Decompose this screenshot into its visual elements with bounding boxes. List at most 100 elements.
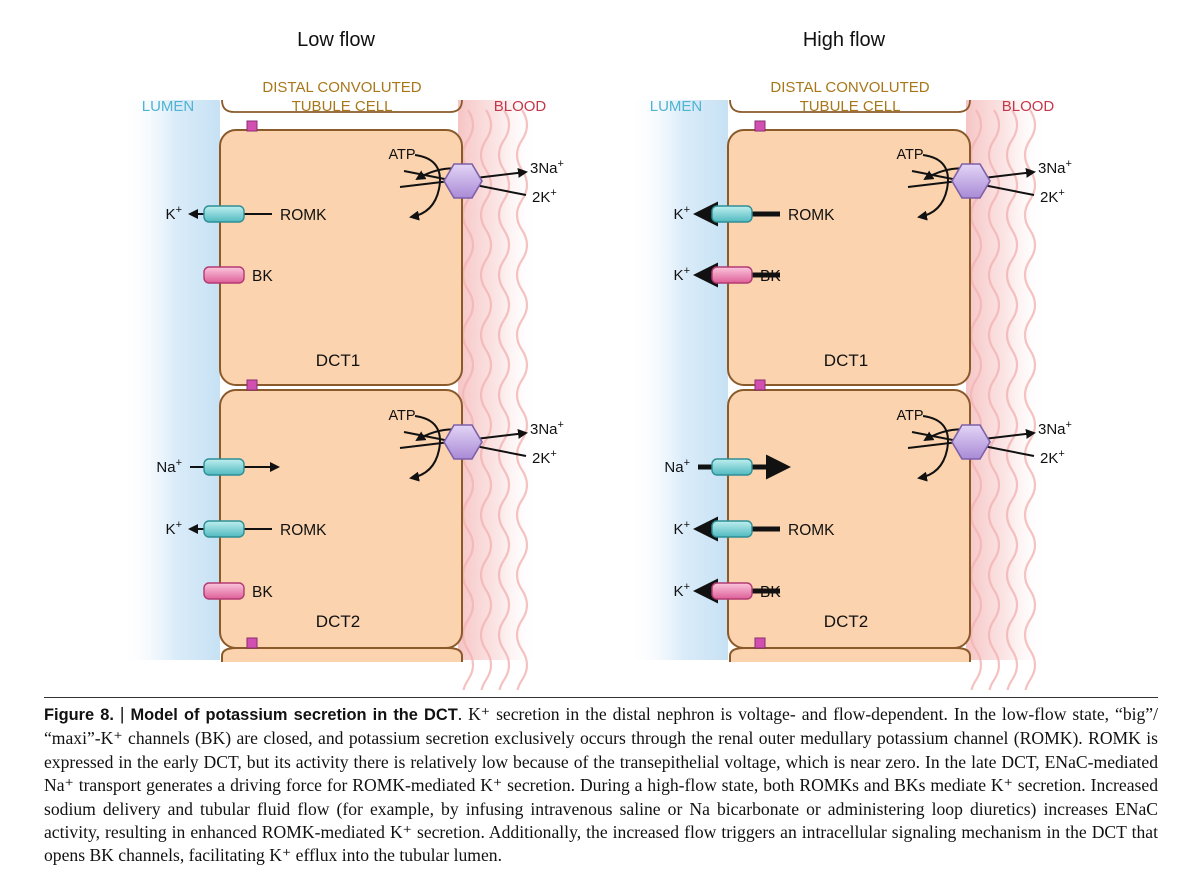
caption-separator: |	[119, 704, 125, 724]
cell-body	[727, 389, 971, 649]
ion-label: Na+	[664, 457, 690, 476]
cell-bracket	[221, 99, 463, 113]
cell-name: DCT2	[824, 612, 868, 631]
k-in-label-symbol: 2K	[1040, 189, 1058, 206]
blood-vessel-wave	[461, 109, 475, 690]
ion-label: K+	[166, 204, 182, 223]
figure-title: Model of potassium secretion in the DCT	[130, 706, 458, 724]
cell-body	[727, 129, 971, 386]
cell-name: DCT2	[316, 612, 360, 631]
bk-channel-icon	[711, 582, 753, 600]
channel-romk: K+ROMK	[166, 519, 328, 539]
cell-name: DCT1	[316, 351, 360, 370]
cell-body	[219, 129, 463, 386]
panel-title: High flow	[803, 29, 886, 51]
na-out-label-symbol: 3Na	[1038, 421, 1066, 438]
na-k-atpase-pump: ATP 3Na+ 2K+	[388, 408, 564, 482]
channel-label: ROMK	[788, 207, 835, 224]
channel-romk: K+ ROMK	[674, 516, 835, 542]
romk-channel-icon	[203, 205, 245, 223]
blood-vessel-wave	[497, 109, 511, 690]
atp-arrow	[917, 154, 949, 221]
cell-bracket	[729, 99, 971, 113]
channel-romk: K+ ROMK	[166, 204, 328, 224]
channel-label: ROMK	[280, 207, 327, 224]
channel-bk: K+BK	[674, 262, 781, 288]
figure-caption: Figure 8. | Model of potassium secretion i…	[44, 703, 1158, 868]
atp-label: ATP	[388, 408, 415, 424]
tight-junction	[246, 120, 258, 132]
tight-junction	[246, 379, 258, 391]
k-in-label-symbol: 2K	[1040, 450, 1058, 467]
tight-junction	[246, 637, 258, 649]
channel-bk: BK	[203, 266, 273, 285]
channel-enac: Na+	[156, 457, 280, 476]
figure-label: Figure 8.	[44, 706, 114, 724]
na-out-label: 3Na+	[530, 158, 564, 177]
channel-label: ROMK	[280, 522, 327, 539]
lumen-label: LUMEN	[142, 98, 195, 115]
k-in-label-symbol: 2K	[532, 450, 550, 467]
blood-vessel-wave	[479, 109, 493, 690]
k-in-label-symbol: 2K	[532, 189, 550, 206]
k-in-label: 2K+	[532, 448, 557, 467]
k-in-label: 2K+	[532, 187, 557, 206]
pump-hexagon	[951, 163, 991, 199]
ion-label-symbol: Na	[664, 459, 684, 476]
cell-body	[219, 389, 463, 649]
lumen-region	[120, 100, 220, 660]
cell-label-line2: TUBULE CELL	[800, 98, 901, 115]
channel-label: BK	[760, 584, 781, 601]
ion-label-symbol: K	[166, 206, 176, 223]
cell-label-line1: DISTAL CONVOLUTED	[770, 79, 929, 96]
na-out-label-symbol: 3Na	[530, 421, 558, 438]
ion-label: K+	[674, 519, 690, 538]
blood-label: BLOOD	[494, 98, 547, 115]
ion-label: K+	[674, 581, 690, 600]
channel-bk: BK	[203, 582, 273, 601]
ion-label-symbol: K	[674, 583, 684, 600]
panel-title: Low flow	[297, 29, 375, 51]
caption-text: . K⁺ secretion in the distal nephron is …	[44, 704, 1159, 866]
channel-label: ROMK	[788, 522, 835, 539]
blood-vessel-wave	[969, 109, 983, 690]
atp-arrow	[409, 415, 441, 482]
channel-enac: Na+	[664, 454, 791, 480]
ion-label: K+	[674, 204, 690, 223]
caption-divider	[44, 697, 1158, 698]
atp-label: ATP	[896, 408, 923, 424]
na-out-label-symbol: 3Na	[530, 160, 558, 177]
lumen-region	[628, 100, 728, 660]
tight-junction	[754, 637, 766, 649]
romk-channel-icon	[711, 520, 753, 538]
ion-label-symbol: Na	[156, 459, 176, 476]
na-out-label-symbol: 3Na	[1038, 160, 1066, 177]
enac-channel-icon	[203, 458, 245, 476]
bk-channel-icon	[711, 266, 753, 284]
ion-label-symbol: K	[166, 521, 176, 538]
na-out-label: 3Na+	[530, 419, 564, 438]
pump-hexagon	[951, 424, 991, 460]
channel-bk: K+ BK	[674, 578, 781, 604]
romk-channel-icon	[203, 520, 245, 538]
blood-vessel-wave	[1023, 109, 1037, 690]
enac-channel-icon	[711, 458, 753, 476]
ion-label-symbol: K	[674, 267, 684, 284]
cell-label-line1: DISTAL CONVOLUTED	[262, 79, 421, 96]
cell-label-line2: TUBULE CELL	[292, 98, 393, 115]
channel-label: BK	[252, 268, 273, 285]
next-cell-top	[729, 647, 971, 662]
channel-label: BK	[252, 584, 273, 601]
bk-channel-icon	[203, 582, 245, 600]
ion-label: K+	[674, 265, 690, 284]
pump-hexagon	[443, 163, 483, 199]
tight-junction	[754, 379, 766, 391]
